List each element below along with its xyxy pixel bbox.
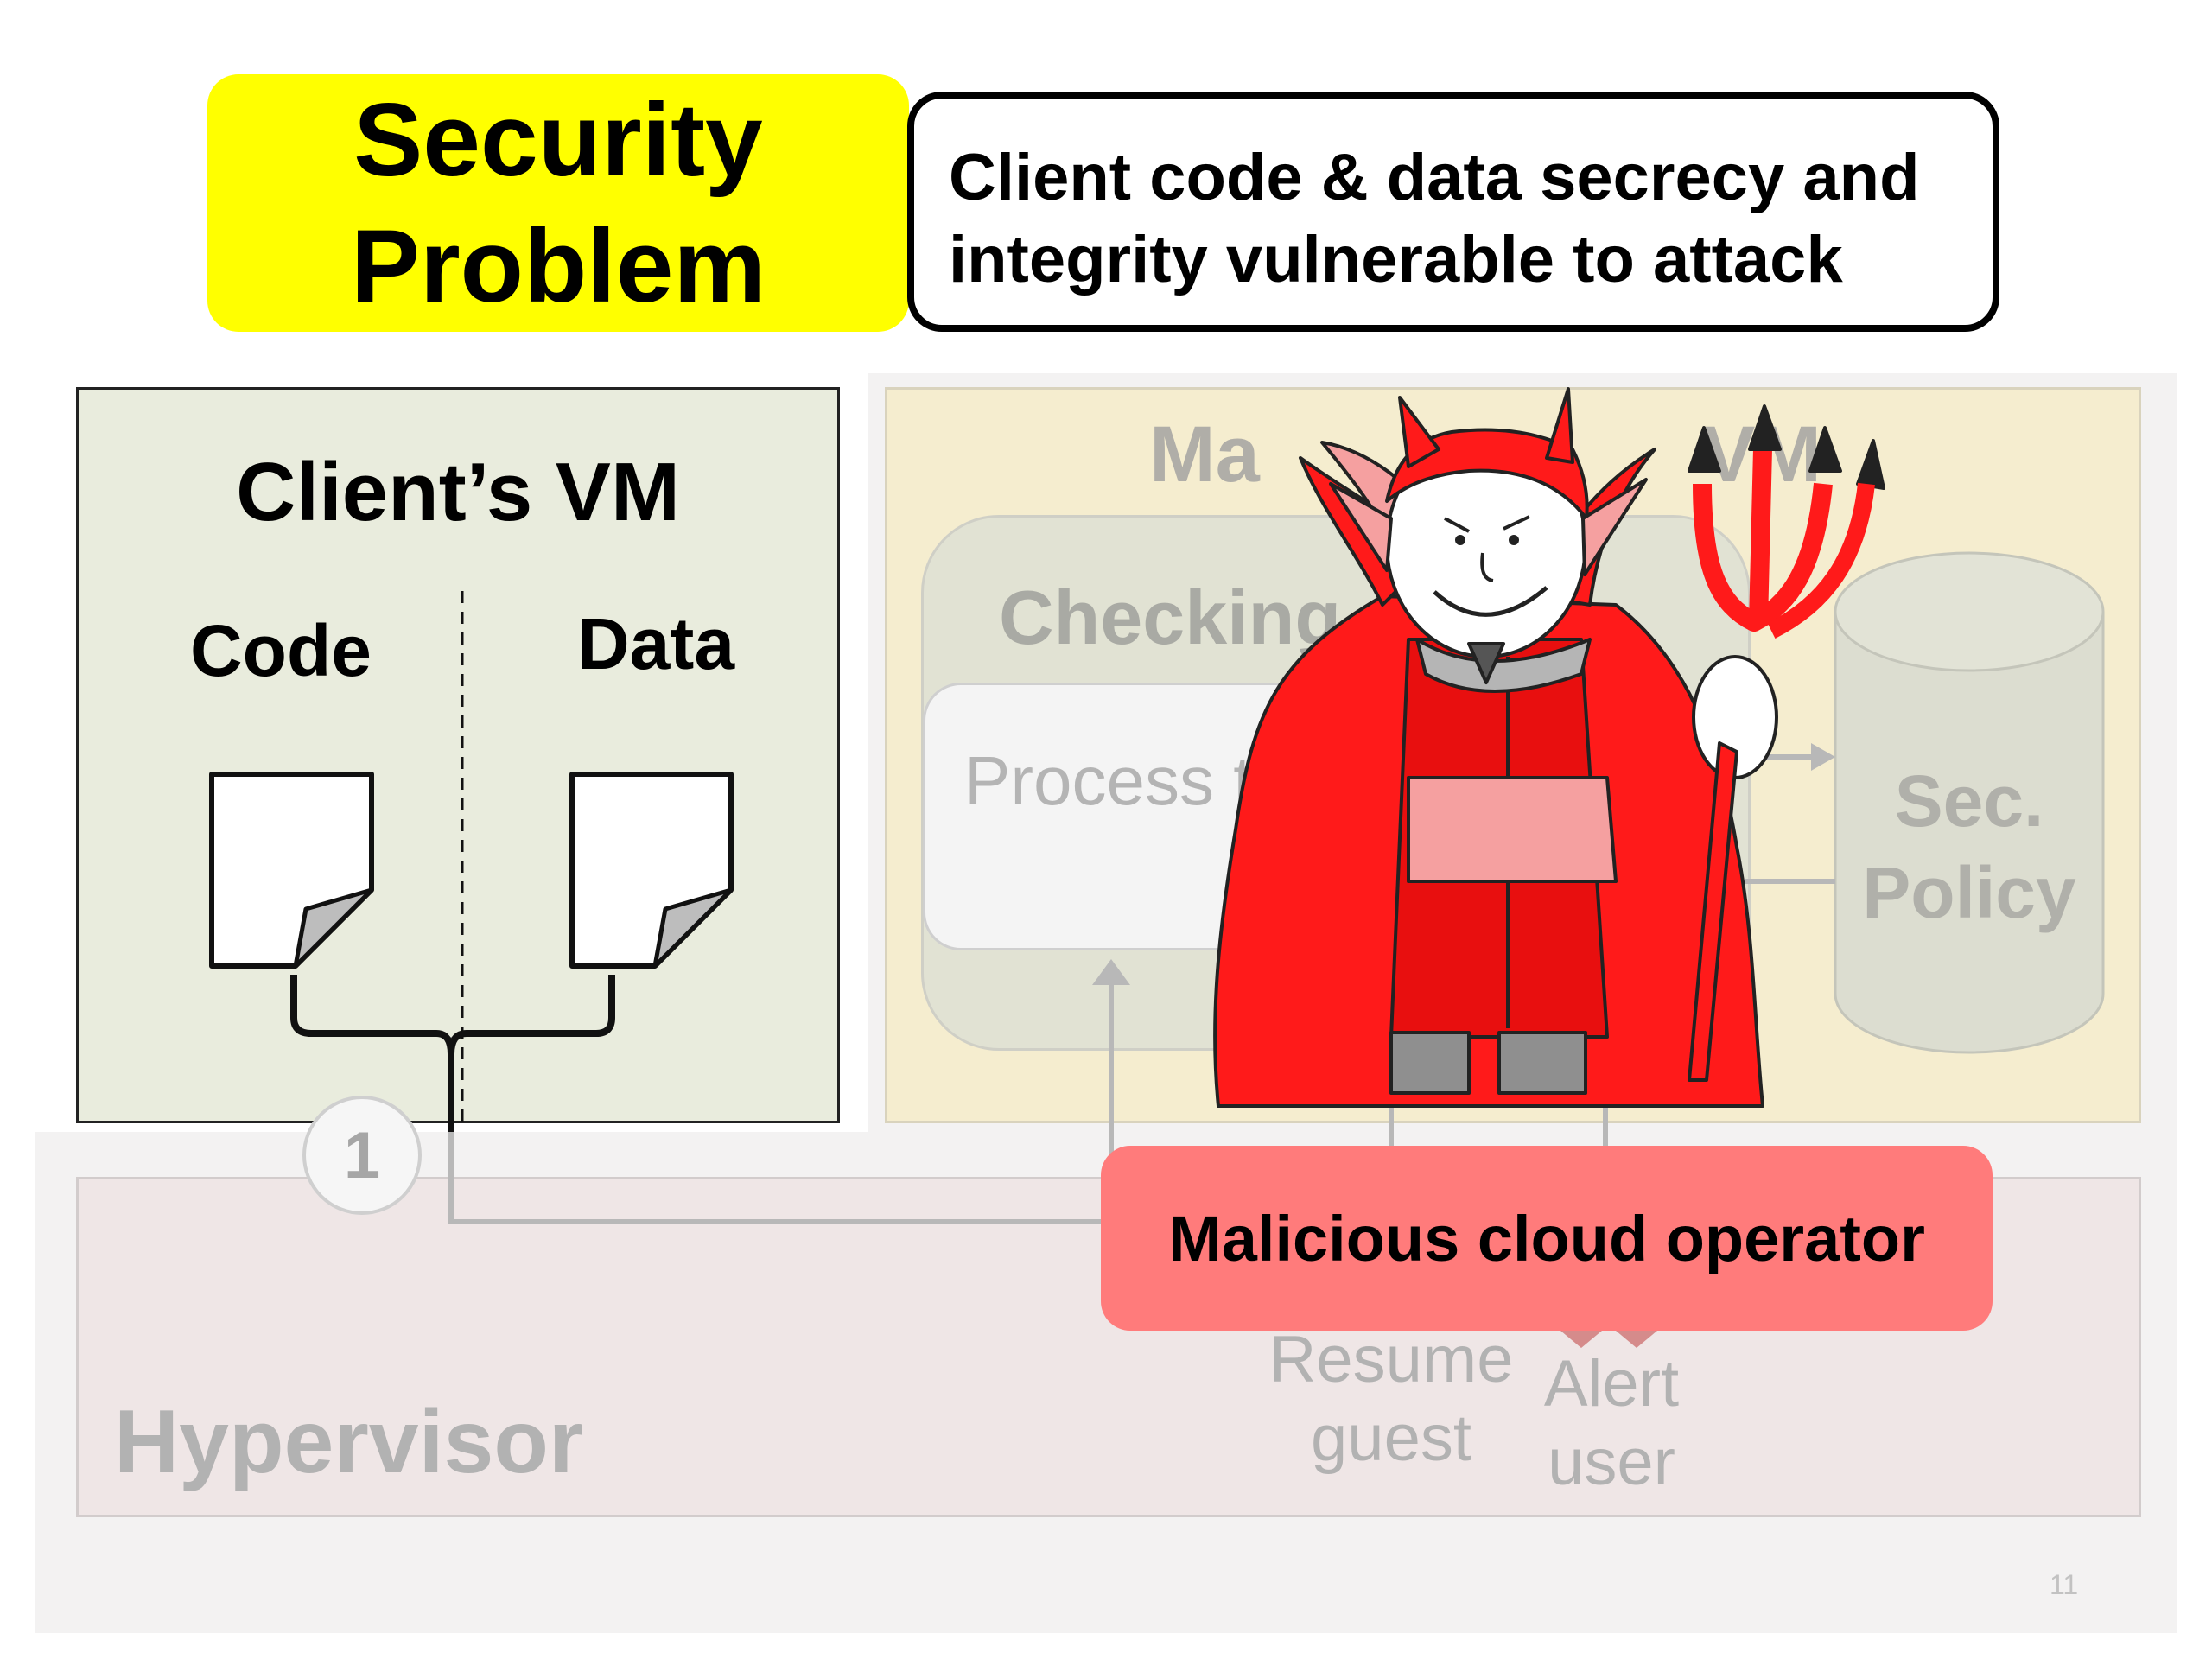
data-label: Data [577, 603, 735, 684]
policy-line1: Sec. [1895, 760, 2044, 842]
title-line2: Problem [350, 208, 766, 324]
devil-icon [1213, 387, 1885, 1108]
resume-line1: Resume [1268, 1323, 1514, 1396]
process-text: Process t [964, 742, 1253, 819]
resume-guest-label: Resume guest [1262, 1320, 1521, 1478]
code-data-bracket [290, 975, 615, 1132]
alert-line2: user [1548, 1426, 1675, 1500]
description-line1: Client code & data secrecy and [949, 141, 1920, 214]
problem-description-box: Client code & data secrecy and integrity… [907, 92, 1999, 332]
hypervisor-connector-line [448, 1037, 1111, 1224]
description-line2: integrity vulnerable to attack [949, 223, 1843, 296]
alert-user-label: Alert user [1529, 1344, 1694, 1502]
management-vm-title-left: Ma [1149, 410, 1260, 499]
slide-title: Security Problem [207, 74, 909, 332]
code-document-icon [209, 772, 374, 969]
title-line1: Security [353, 81, 763, 198]
step-number-badge: 1 [302, 1096, 422, 1215]
slide-number: 11 [2050, 1569, 2079, 1600]
resume-line2: guest [1311, 1402, 1471, 1476]
malicious-operator-label: Malicious cloud operator [1101, 1146, 1993, 1331]
hypervisor-label: Hypervisor [114, 1392, 584, 1492]
arrow-head-up [1092, 959, 1130, 985]
client-vm-title: Client’s VM [236, 446, 680, 538]
checking-title-left: Checking [999, 575, 1342, 660]
policy-line2: Policy [1862, 852, 2076, 933]
arrow-head-right [1811, 743, 1835, 771]
code-label: Code [190, 610, 372, 691]
data-document-icon [569, 772, 734, 969]
alert-arrow-head [1616, 1331, 1657, 1348]
resume-arrow-head [1560, 1331, 1602, 1348]
alert-line1: Alert [1543, 1347, 1680, 1421]
client-vm-box [76, 387, 840, 1123]
security-policy-database-icon [1834, 551, 2105, 1054]
